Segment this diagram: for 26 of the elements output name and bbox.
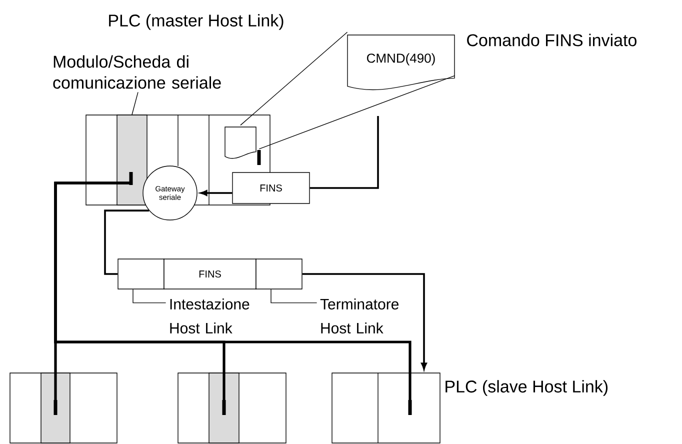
callout-text: Terminatore Host Link xyxy=(320,298,399,334)
frame-cell xyxy=(256,258,302,290)
arrow xyxy=(302,273,427,370)
frame-cell: FINS xyxy=(164,258,256,290)
callout-text: Intestazione Host Link xyxy=(170,298,250,334)
leader-line xyxy=(132,289,166,304)
leader-line xyxy=(270,289,318,304)
arrow xyxy=(200,190,232,196)
zoom-line xyxy=(240,32,348,126)
callout-text: Modulo/Scheda di comunicazione seriale xyxy=(53,55,221,89)
connector-line xyxy=(54,182,412,412)
rack-label: PLC (master Host Link) xyxy=(109,14,284,30)
frame-box: FINS xyxy=(232,172,310,204)
leader-line xyxy=(132,92,138,115)
serial-module xyxy=(116,114,148,206)
document-icon xyxy=(224,126,261,165)
frame-cell xyxy=(118,258,164,290)
rack-label: PLC (slave Host Link) xyxy=(446,380,608,396)
command-document: CMND(490) xyxy=(347,34,455,90)
caption-text: Comando FINS inviato xyxy=(467,34,636,46)
connector-line xyxy=(310,116,379,189)
serial-module xyxy=(208,372,240,444)
plc-rack xyxy=(332,372,440,444)
connector-line xyxy=(104,210,150,275)
serial-module xyxy=(40,372,70,444)
zoom-line xyxy=(258,75,456,150)
